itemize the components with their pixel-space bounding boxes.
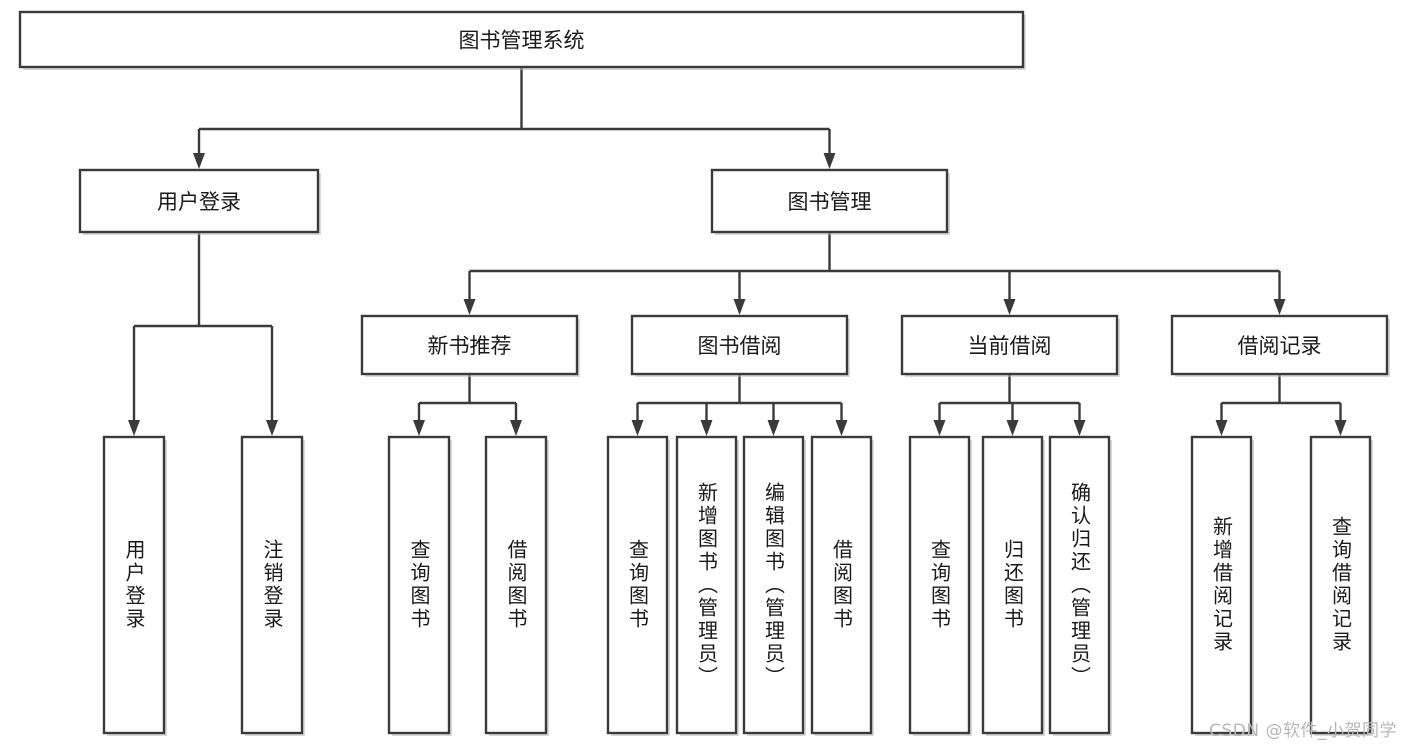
node-box-book_manage[interactable]	[710, 168, 949, 234]
node-label-book_borrow: 图书借阅	[698, 334, 782, 358]
node-label-user_login: 用户登录	[157, 190, 241, 214]
arrow-head	[631, 420, 644, 436]
node-box-root[interactable]	[18, 10, 1025, 69]
connectors-layer	[128, 67, 1347, 436]
node-box-leaf_borrow_book_2[interactable]	[810, 435, 873, 735]
arrow-head	[1006, 420, 1019, 436]
node-box-leaf_query_book_2[interactable]	[606, 435, 669, 735]
arrow-head	[193, 153, 205, 169]
node-box-leaf_edit_book[interactable]	[742, 435, 805, 735]
arrow-head	[1215, 420, 1228, 436]
node-box-leaf_query_book_1[interactable]	[387, 435, 451, 735]
node-label-current_borrow: 当前借阅	[968, 334, 1052, 358]
node-label-new_book_rec: 新书推荐	[428, 334, 512, 358]
node-box-leaf_query_record[interactable]	[1309, 435, 1372, 735]
arrow-head	[510, 420, 522, 436]
node-box-current_borrow[interactable]	[900, 314, 1119, 376]
arrow-head	[1334, 420, 1347, 436]
node-box-leaf_borrow_book_1[interactable]	[484, 435, 548, 735]
arrow-head	[767, 420, 780, 436]
node-box-leaf_user_logout[interactable]	[240, 435, 304, 735]
node-label-book_manage: 图书管理	[788, 190, 872, 214]
node-box-new_book_rec[interactable]	[360, 314, 579, 376]
node-box-borrow_record[interactable]	[1170, 314, 1389, 376]
arrow-head	[1273, 299, 1286, 315]
arrow-head	[733, 299, 746, 315]
arrow-head	[700, 420, 713, 436]
arrow-head	[413, 420, 425, 436]
arrow-head	[1073, 420, 1086, 436]
node-box-book_borrow[interactable]	[630, 314, 849, 376]
node-box-leaf_add_record[interactable]	[1190, 435, 1253, 735]
arrow-head	[835, 420, 848, 436]
node-label-borrow_record: 借阅记录	[1238, 334, 1322, 358]
node-label-root: 图书管理系统	[459, 29, 585, 53]
node-box-leaf_user_login[interactable]	[102, 435, 166, 735]
arrow-head	[128, 420, 140, 436]
arrow-head	[266, 420, 278, 436]
arrow-head	[463, 299, 476, 315]
watermark-text: CSDN @软件_小贺同学	[1209, 721, 1397, 741]
node-box-user_login[interactable]	[78, 168, 320, 234]
node-box-leaf_query_book_3[interactable]	[908, 435, 971, 735]
arrow-head	[823, 153, 836, 169]
arrow-head	[1003, 299, 1016, 315]
node-box-leaf_return_book[interactable]	[981, 435, 1044, 735]
node-box-leaf_confirm_return[interactable]	[1048, 435, 1111, 735]
arrow-head	[933, 420, 946, 436]
node-box-leaf_add_book[interactable]	[675, 435, 738, 735]
boxes-layer	[18, 10, 1390, 736]
